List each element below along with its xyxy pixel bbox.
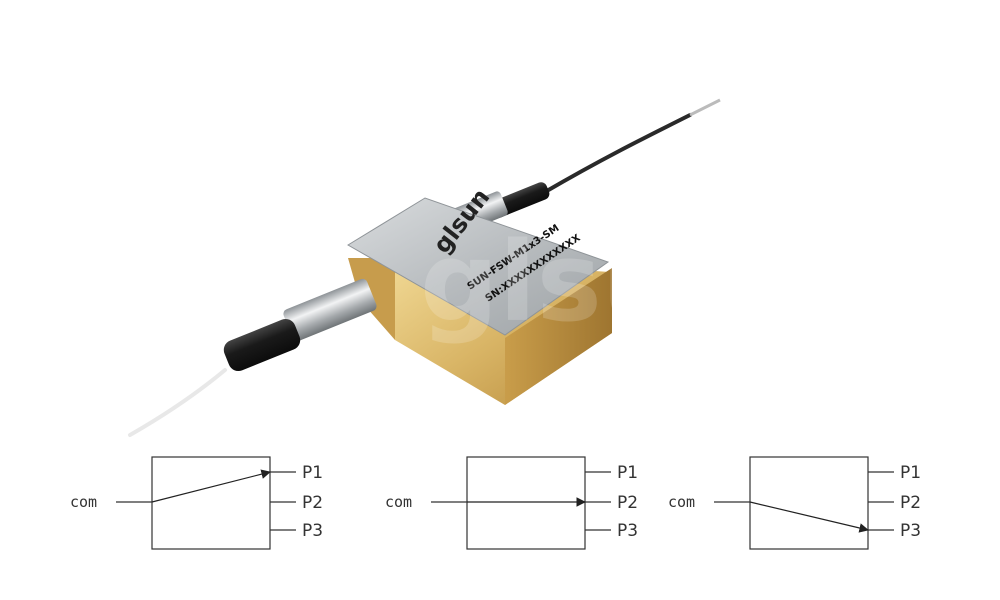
switch-box — [749, 456, 869, 550]
gold-body-side — [505, 268, 612, 405]
left-steel-tube — [283, 278, 377, 342]
watermark: glsun — [420, 218, 759, 346]
port-label-p2: P2 — [302, 493, 323, 513]
black-fiber-cable — [543, 113, 692, 194]
switch-box — [151, 456, 271, 550]
switch-path-arrow — [151, 469, 271, 503]
steel-lid — [347, 197, 610, 336]
port-label-p3: P3 — [302, 521, 323, 541]
switch-path-arrow — [749, 501, 869, 533]
port-label-p1: P1 — [900, 463, 921, 483]
port-label-p2: P2 — [900, 493, 921, 513]
port-label-p1: P1 — [302, 463, 323, 483]
port-label-p3: P3 — [617, 521, 638, 541]
optical-switch-device: glsun SUN-FSW-M1x3-SM SN:XXXXXXXXXXXX gl… — [128, 98, 759, 437]
port-label-p3: P3 — [900, 521, 921, 541]
white-fiber-cable — [128, 368, 227, 437]
com-label: com — [70, 493, 97, 511]
port-label-p2: P2 — [617, 493, 638, 513]
com-label: com — [668, 493, 695, 511]
port-label-p1: P1 — [617, 463, 638, 483]
left-fiber-boot — [223, 318, 301, 372]
black-fiber-cable-fade — [689, 98, 721, 117]
switch-box — [466, 456, 586, 550]
com-label: com — [385, 493, 412, 511]
